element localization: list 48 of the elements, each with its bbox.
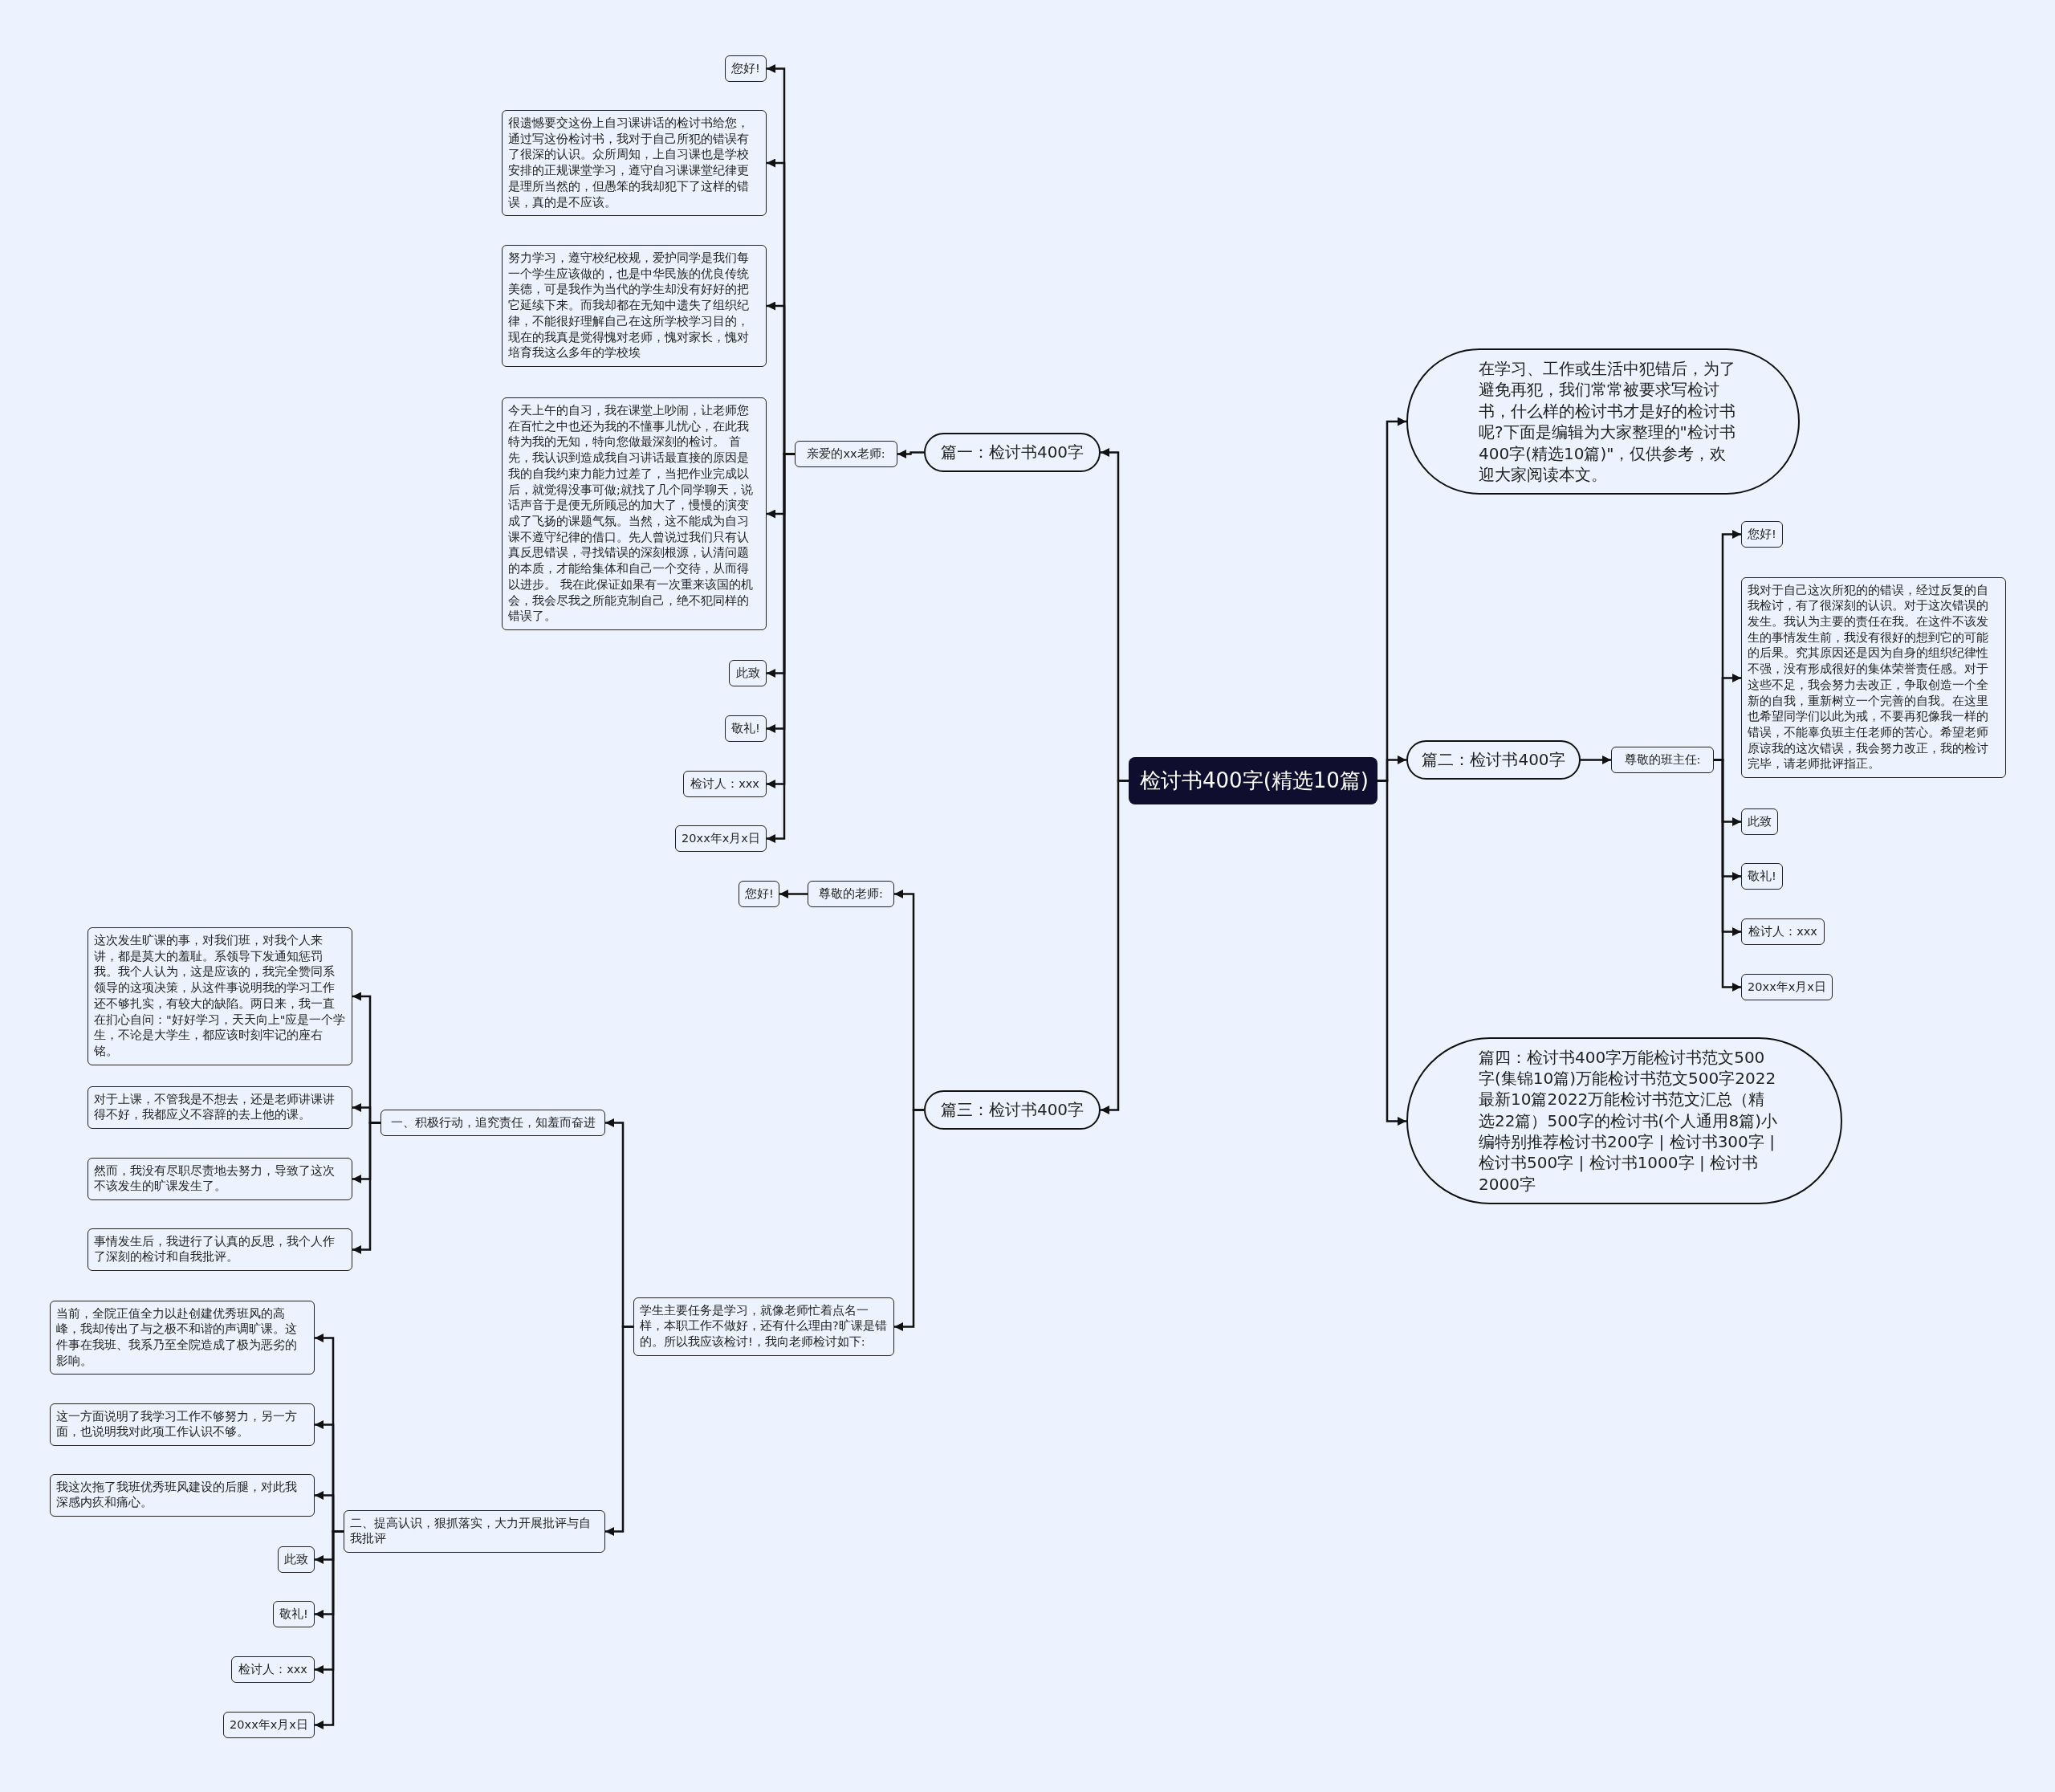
- text-box: 当前，全院正值全力以赴创建优秀班风的高峰，我却传出了与之极不和谐的声调旷课。这件事在我班、我系乃至全院造成了极为恶劣的影响。: [50, 1300, 315, 1375]
- text-box: 对于上课，不管我是不想去，还是老师讲课讲得不好，我都应义不容辞的去上他的课。: [87, 1085, 352, 1129]
- topic-pill: 篇二：检讨书400字: [1406, 739, 1581, 780]
- text-box: 敬礼!: [1741, 862, 1783, 890]
- connector-arrow: [1581, 755, 1611, 764]
- connector-arrow: [894, 1109, 924, 1331]
- text-box: 敬礼!: [273, 1600, 315, 1627]
- text-box: 努力学习，遵守校纪校规，爱护同学是我们每一个学生应该做的，也是中华民族的优良传统美德，可是我作为当代的学生却没有好好的把它延续下来。而我却都在无知中遗失了组织纪律，不能很好理解自己在这所学校学习目的，现在的我真是觉得愧对老师，愧对家长，愧对培育我这么多年的学校埃: [502, 245, 767, 368]
- text-box: 尊敬的班主任:: [1611, 746, 1714, 773]
- text-box: 您好!: [725, 55, 767, 82]
- connector-arrow: [1101, 780, 1129, 1114]
- connector-arrow: [897, 450, 924, 458]
- topic-pill: 篇一：检讨书400字: [924, 432, 1101, 472]
- text-box: 尊敬的老师:: [808, 880, 894, 907]
- text-box: 一、积极行动，追究责任，知羞而奋进: [380, 1109, 605, 1136]
- text-box: 20xx年x月x日: [223, 1711, 315, 1738]
- connector-arrow: [1377, 780, 1406, 1126]
- text-box: 我这次拖了我班优秀班风建设的后腿，对此我深感内疚和痛心。: [50, 1473, 315, 1517]
- text-box: 二、提高认识，狠抓落实，大力开展批评与自我批评: [344, 1509, 605, 1553]
- connector-arrow: [352, 1122, 380, 1254]
- central-topic: 检讨书400字(精选10篇): [1129, 756, 1377, 804]
- text-box: 这次发生旷课的事，对我们班，对我个人来讲，都是莫大的羞耻。系领导下发通知惩罚我。我个人认为，这是应该的，我完全赞同系领导的这项决策，从这件事说明我的学习工作还不够扎实，有较大的缺陷。两日来，我一直在扪心自问："好好学习，天天向上"应是一个学生，不论是大学生，都应该时刻牢记的座右铭。: [87, 927, 352, 1065]
- text-box: 您好!: [739, 880, 779, 907]
- text-bubble: 篇四：检讨书400字万能检讨书范文500字(集锦10篇)万能检讨书范文500字2022最新10篇2022万能检讨书范文汇总（精选22篇）500字的检讨书(个人通用8篇)小编特别推荐检讨书200字 | 检讨书300字 | 检讨书500字 | 检讨书1000字 | 检讨书2000字: [1406, 1037, 1842, 1205]
- text-box: 检讨人：xxx: [683, 770, 767, 797]
- text-box: 检讨人：xxx: [231, 1656, 315, 1683]
- text-box: 此致: [1741, 808, 1778, 835]
- text-box: 很遗憾要交这份上自习课讲话的检讨书给您，通过写这份检讨书，我对于自己所犯的错误有了很深的认识。众所周知，上自习课也是学校安排的正规课堂学习，遵守自习课课堂纪律更是理所当然的，但愚笨的我却犯下了这样的错误，真的是不应该。: [502, 110, 767, 217]
- connector-arrow: [1714, 759, 1741, 992]
- text-box: 学生主要任务是学习，就像老师忙着点名一样，本职工作不做好，还有什么理由?旷课是错的。所以我应该检讨!，我向老师检讨如下:: [633, 1297, 894, 1356]
- text-box: 今天上午的自习，我在课堂上吵闹，让老师您在百忙之中也还为我的不懂事儿忧心，在此我特为我的无知，特向您做最深刻的检讨。 首先，我认识到造成我自习讲话最直接的原因是我的自我约束力能力过差了，当把作业完成以后，就觉得没事可做;就找了几个同学聊天，说话声音于是便无所顾忌的加大了，慢慢的演变成了飞扬的课题气氛。当然，这不能成为自习课不遵守纪律的借口。先人曾说过我们只有认真反思错误，寻找错误的深刻根源，认清问题的本质，才能给集体和自己一个交待，从而得以进步。 我在此保证如果有一次重来该国的机会，我会尽我之所能克制自己，绝不犯同样的错误了。: [502, 397, 767, 631]
- text-box: 事情发生后，我进行了认真的反思，我个人作了深刻的检讨和自我批评。: [87, 1228, 352, 1271]
- text-box: 然而，我没有尽职尽责地去努力，导致了这次不该发生的旷课发生了。: [87, 1157, 352, 1200]
- text-box: 这一方面说明了我学习工作不够努力，另一方面，也说明我对此项工作认识不够。: [50, 1403, 315, 1446]
- topic-pill: 篇三：检讨书400字: [924, 1089, 1101, 1130]
- connector-arrow: [779, 890, 808, 898]
- text-box: 检讨人：xxx: [1741, 918, 1825, 945]
- text-box: 亲爱的xx老师:: [795, 440, 897, 467]
- text-box: 此致: [278, 1546, 315, 1573]
- text-box: 我对于自己这次所犯的的错误，经过反复的自我检讨，有了很深刻的认识。对于这次错误的发生。我认为主要的责任在我。在这件不该发生的事情发生前，我没有很好的想到它的可能的后果。究其原因还是因为自身的组织纪律性不强，没有形成很好的集体荣誉责任感。对于这些不足，我会努力去改正，争取创造一个全新的自我，重新树立一个完善的自我。在这里也希望同学们以此为戒，不要再犯像我一样的错误，不能辜负班主任老师的苦心。希望老师原谅我的这次错误，我会努力改正，我的检讨完毕，请老师批评指正。: [1741, 576, 2006, 779]
- text-box: 20xx年x月x日: [675, 825, 767, 852]
- text-box: 此致: [729, 659, 767, 686]
- connector-arrow: [315, 1530, 344, 1729]
- connector-arrow: [605, 1326, 633, 1536]
- text-box: 敬礼!: [725, 715, 767, 742]
- text-box: 20xx年x月x日: [1741, 973, 1833, 1000]
- text-bubble: 在学习、工作或生活中犯错后，为了避免再犯，我们常常被要求写检讨书，什么样的检讨书才是好的检讨书呢?下面是编辑为大家整理的"检讨书400字(精选10篇)"，仅供参考，欢迎大家阅读本文。: [1406, 348, 1800, 495]
- text-box: 您好!: [1741, 520, 1783, 548]
